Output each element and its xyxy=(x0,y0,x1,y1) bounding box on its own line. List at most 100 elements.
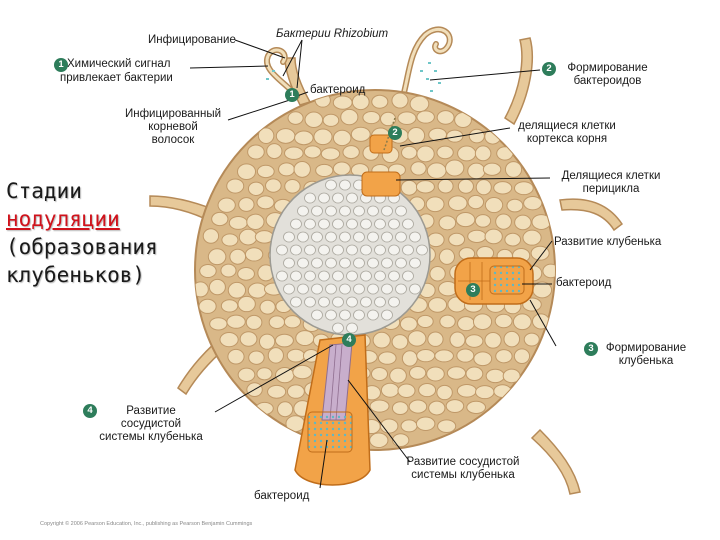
cortex-cell xyxy=(275,367,295,384)
stele-cell xyxy=(290,296,302,308)
cortex-cell xyxy=(416,145,435,163)
cortex-cell xyxy=(426,162,447,179)
cortex-cell xyxy=(418,382,437,398)
stele-cell xyxy=(339,179,351,191)
stele-cell xyxy=(325,283,337,295)
stele-cell xyxy=(353,205,365,217)
cortex-cell xyxy=(437,419,457,433)
stele-cell xyxy=(388,270,400,282)
stele-cell xyxy=(346,192,358,204)
cortex-cell xyxy=(239,331,258,347)
cortex-cell xyxy=(465,334,484,348)
cortex-cell xyxy=(229,248,247,265)
cortex-cell xyxy=(434,349,454,363)
stele-cell xyxy=(381,205,393,217)
cortex-cell xyxy=(397,111,417,125)
cortex-cell xyxy=(457,145,477,162)
cortex-cell xyxy=(400,419,418,433)
stele-cell xyxy=(346,270,358,282)
cortex-cell xyxy=(380,382,400,398)
label-cortex-div-1: делящиеся клетки xyxy=(518,120,616,132)
cortex-cell xyxy=(444,159,465,177)
cortex-cell xyxy=(415,416,436,431)
stele-cell xyxy=(332,322,344,334)
cortex-cell xyxy=(427,297,448,313)
stele-cell xyxy=(339,205,351,217)
step-badge-1-chem-signal: 1 xyxy=(54,58,68,72)
stele-cell xyxy=(367,283,379,295)
cortex-cell xyxy=(472,313,493,331)
cortex-cell xyxy=(221,233,239,247)
cortex-cell xyxy=(294,130,314,146)
cortex-cell xyxy=(246,213,265,230)
cortex-cell xyxy=(391,401,409,416)
cortex-cell xyxy=(377,351,397,365)
cortex-cell xyxy=(427,331,444,347)
cortex-cell xyxy=(474,145,492,162)
cortex-cell xyxy=(256,367,273,381)
label-vasc-bottom-1: Развитие сосудистой xyxy=(406,456,520,468)
cortex-cell xyxy=(484,331,502,349)
stele-cell xyxy=(332,296,344,308)
cortex-cell xyxy=(217,197,236,213)
stele-cell xyxy=(346,244,358,256)
stele-cell xyxy=(276,244,288,256)
cortex-cell xyxy=(456,348,475,363)
cortex-cell xyxy=(228,216,248,230)
stele-cell xyxy=(290,218,302,230)
cortex-cell xyxy=(295,330,315,347)
cortex-cell xyxy=(286,384,305,399)
label-pericycle-div-1: Делящиеся клетки xyxy=(561,170,661,182)
stele-cell xyxy=(395,231,407,243)
cortex-cell xyxy=(257,127,275,144)
stele-cell xyxy=(346,322,358,334)
stele-cell xyxy=(353,231,365,243)
cortex-cell xyxy=(408,366,427,380)
stele-cell xyxy=(346,218,358,230)
stele-cell xyxy=(360,218,372,230)
stele-cell xyxy=(381,257,393,269)
stele-cell xyxy=(395,205,407,217)
cortex-cell xyxy=(195,281,209,298)
cortex-cell xyxy=(247,144,265,160)
cortex-cell xyxy=(502,368,521,384)
stele-cell xyxy=(367,257,379,269)
cortex-cell xyxy=(474,214,492,228)
stele-cell xyxy=(346,296,358,308)
cortex-cell xyxy=(416,314,434,329)
cortex-cell xyxy=(437,178,454,194)
cortex-cell xyxy=(401,350,418,367)
cortex-cell xyxy=(259,299,276,315)
cortex-cell xyxy=(342,145,360,160)
stele-cell xyxy=(311,205,323,217)
cortex-cell xyxy=(320,147,341,161)
stele-cell xyxy=(402,244,414,256)
stele-cell xyxy=(353,257,365,269)
cortex-cell xyxy=(485,368,505,384)
cortex-cell xyxy=(426,366,445,382)
title-line-1: Стадии xyxy=(6,179,82,203)
label-vasc-left: Развитие сосудистой системы клубенька xyxy=(86,405,216,444)
cortex-cell xyxy=(409,95,430,113)
cortex-cell xyxy=(244,247,264,262)
cortex-cell xyxy=(514,214,532,231)
cortex-cell xyxy=(237,163,257,181)
cortex-cell xyxy=(332,161,351,176)
label-vasc-bottom-2: системы клубенька xyxy=(411,469,515,481)
cortex-cell xyxy=(438,248,456,265)
label-bacteroid-top: бактероид xyxy=(310,84,366,96)
cortex-cell xyxy=(445,399,465,413)
step-badge-4-vascular: 4 xyxy=(342,333,356,347)
cortex-cell xyxy=(219,332,239,348)
cortex-cell xyxy=(286,348,306,363)
cortex-cell xyxy=(237,266,255,281)
stele-cell xyxy=(402,218,414,230)
label-bacteria: Бактерии Rhizobium xyxy=(276,28,389,40)
stele-cell xyxy=(395,283,407,295)
leader-lines xyxy=(189,39,557,489)
step-badge-3-nodule-form: 3 xyxy=(584,342,598,356)
label-nodule-dev: Развитие клубенька xyxy=(554,236,662,248)
cortex-cell xyxy=(237,295,256,313)
cortex-cell xyxy=(415,180,435,194)
stele-cell xyxy=(304,296,316,308)
